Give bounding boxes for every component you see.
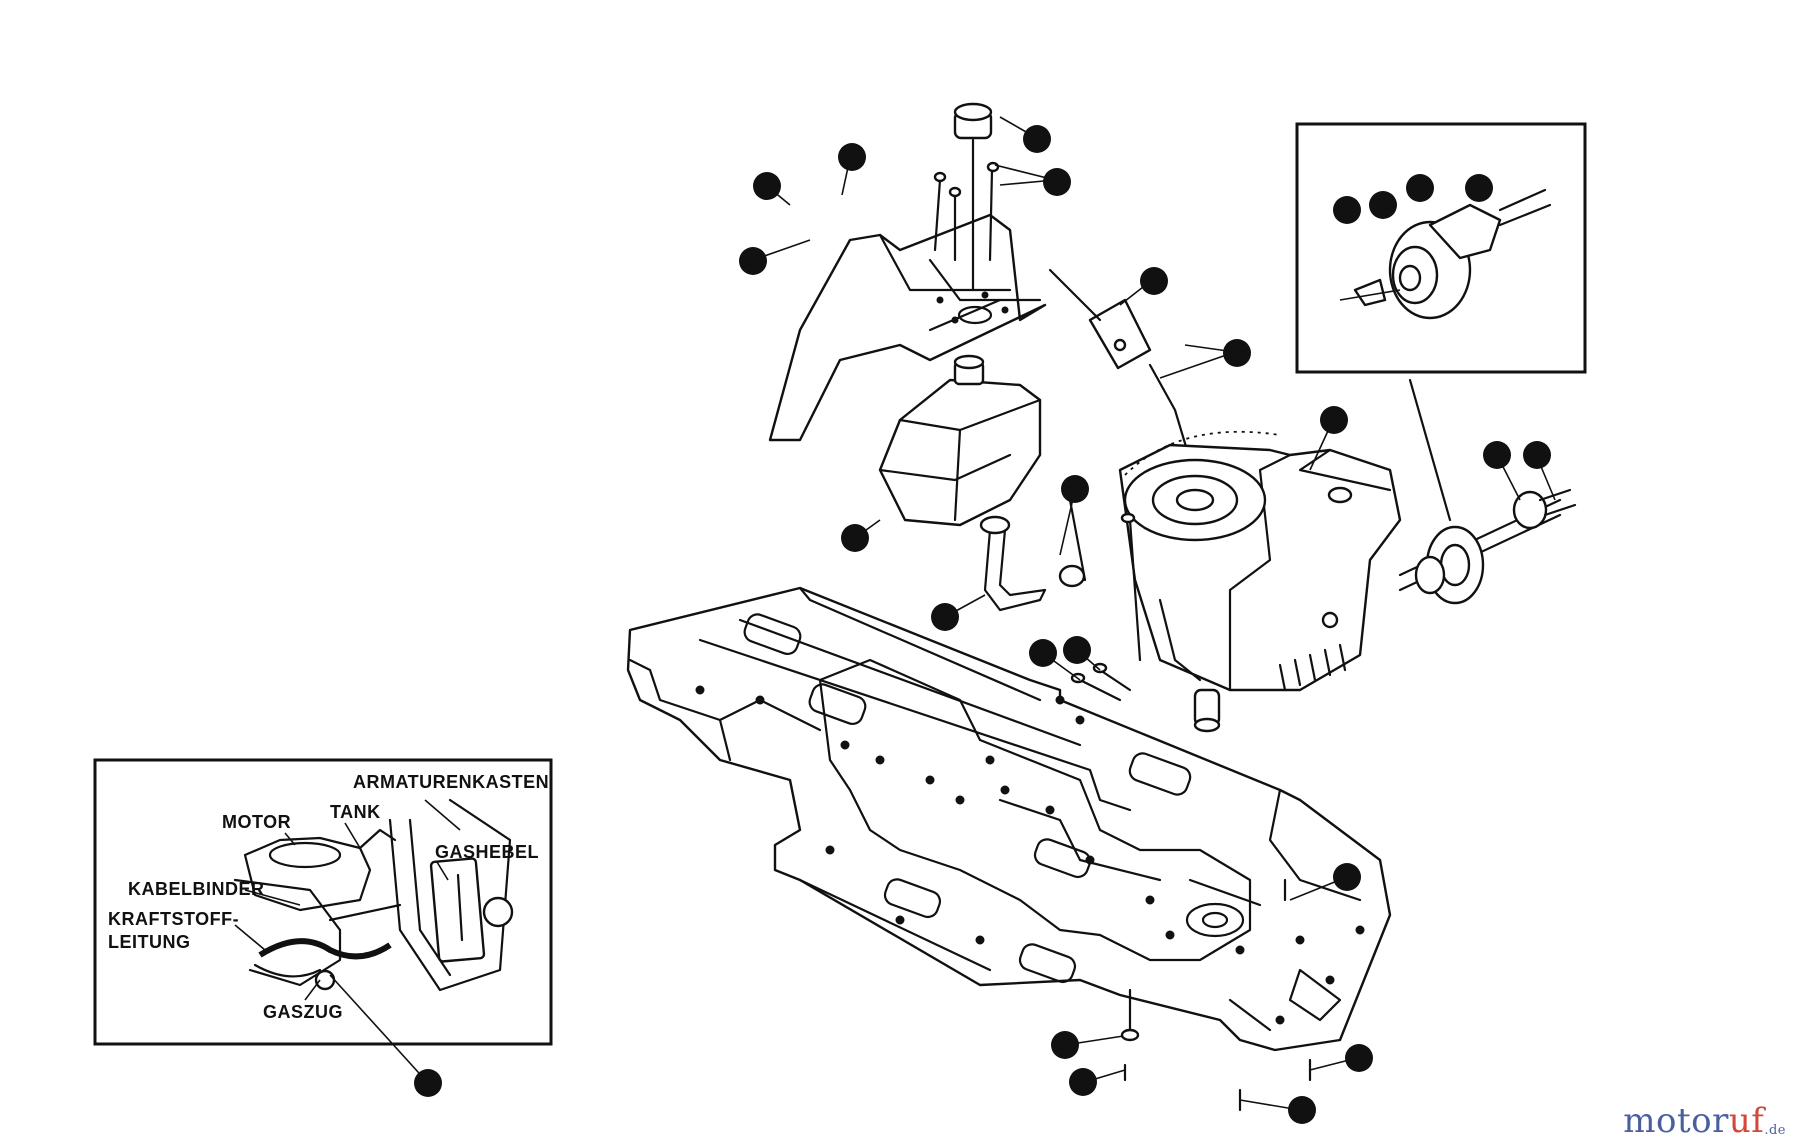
- callout-dot: [1406, 174, 1434, 202]
- callout-dot: [1029, 639, 1057, 667]
- label-kraftstoff-line2: LEITUNG: [108, 932, 191, 952]
- watermark-tld: .de: [1764, 1123, 1786, 1138]
- callout-dot: [1333, 196, 1361, 224]
- callout-dot: [931, 603, 959, 631]
- watermark-name-part1: motor: [1623, 1101, 1729, 1141]
- watermark-name-part2: uf: [1728, 1101, 1765, 1141]
- callout-dot: [1483, 441, 1511, 469]
- inset-detail-box: ARMATURENKASTEN TANK MOTOR GASHEBEL KABE…: [93, 758, 553, 1084]
- callout-dot: [1043, 168, 1071, 196]
- callout-dot: [1523, 441, 1551, 469]
- coupling-detail-box: [1295, 122, 1587, 374]
- callout-dot: [841, 524, 869, 552]
- engine-bolts: [1070, 662, 1132, 702]
- label-kraftstoff-line1: KRAFTSTOFF-: [108, 909, 239, 929]
- callout-dot: [1320, 406, 1348, 434]
- callout-dot: [1369, 191, 1397, 219]
- callout-dot: [739, 247, 767, 275]
- callout-dot: [1223, 339, 1251, 367]
- label-gashebel: GASHEBEL: [435, 842, 539, 862]
- callout-dot: [838, 143, 866, 171]
- callout-dot: [1288, 1096, 1316, 1124]
- fuel-hose: [979, 498, 1087, 612]
- callout-dot: [1333, 863, 1361, 891]
- label-gaszug: GASZUG: [263, 1002, 343, 1022]
- callout-dot: [1063, 636, 1091, 664]
- callout-dot: [1061, 475, 1089, 503]
- label-kabelbinder: KABELBINDER: [128, 879, 265, 899]
- throttle-bracket: [1048, 268, 1192, 462]
- dash-support: [768, 213, 1047, 442]
- callout-dot: [1023, 125, 1051, 153]
- chassis-frame: [626, 586, 1392, 1052]
- label-tank: TANK: [330, 802, 381, 822]
- callout-dot: [1465, 174, 1493, 202]
- callout-dot: [1140, 267, 1168, 295]
- label-motor: MOTOR: [222, 812, 291, 832]
- callout-dot: [1069, 1068, 1097, 1096]
- label-armaturenkasten: ARMATURENKASTEN: [353, 772, 549, 792]
- engine: [1118, 430, 1402, 733]
- fuel-cap: [953, 102, 993, 292]
- callouts: [414, 116, 1556, 1124]
- fuel-tank: [878, 354, 1042, 527]
- callout-dot: [1345, 1044, 1373, 1072]
- callout-dot: [753, 172, 781, 200]
- drive-coupling: [1398, 378, 1577, 605]
- callout-dot: [1051, 1031, 1079, 1059]
- watermark-logo: motoruf.de: [1623, 1101, 1786, 1141]
